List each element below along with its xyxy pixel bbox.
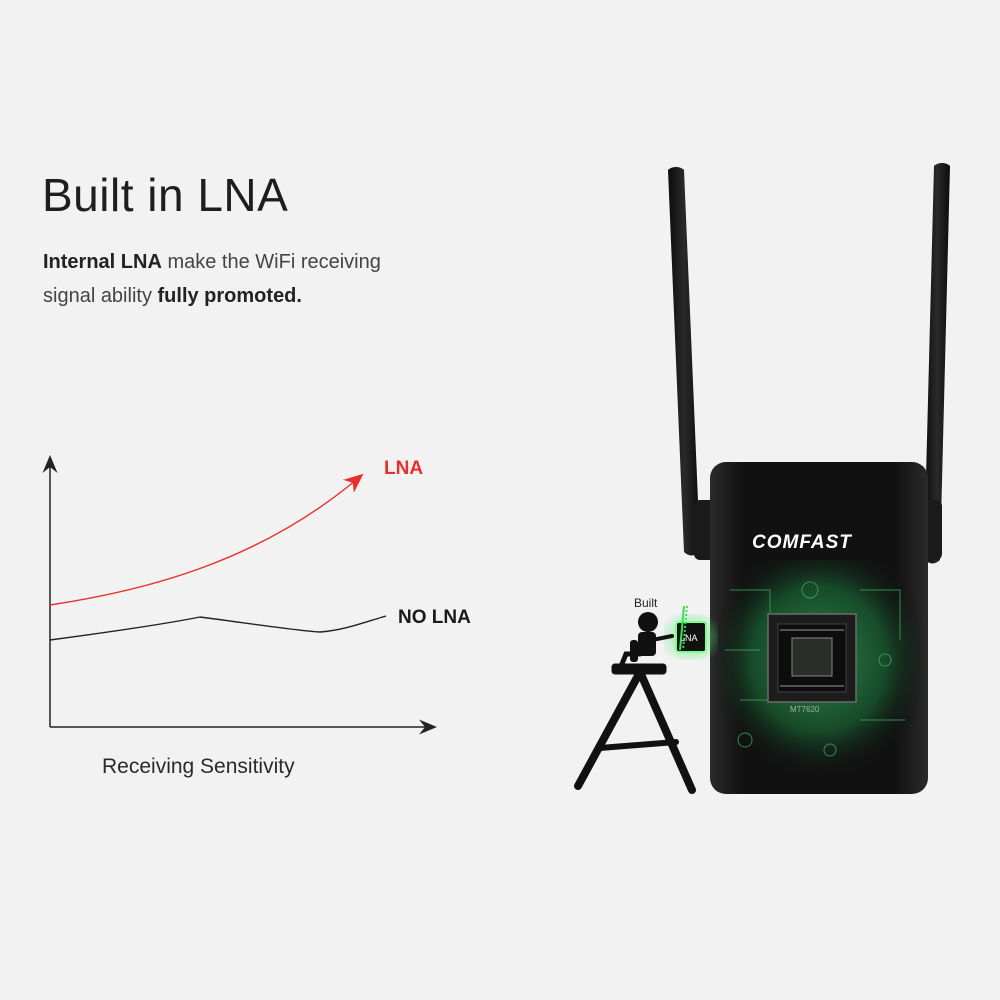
no-lna-label: NO LNA — [398, 607, 471, 628]
repeater-illustration: MT7620 COMFAST LNA Built — [574, 163, 950, 794]
worker-figure — [574, 612, 696, 794]
description-line-1: Internal LNA make the WiFi receiving — [43, 245, 463, 279]
description-line-2: signal ability fully promoted. — [43, 279, 463, 313]
brand-logo: COMFAST — [752, 532, 852, 553]
chip-marking: MT7620 — [790, 705, 820, 714]
spark-marks — [679, 605, 688, 651]
main-chip — [767, 613, 857, 703]
no-lna-curve — [49, 615, 387, 641]
lna-curve — [49, 473, 364, 606]
x-axis-label: Receiving Sensitivity — [102, 755, 295, 778]
description-text-2: signal ability — [43, 285, 158, 307]
description-text: make the WiFi receiving — [161, 251, 381, 273]
sensitivity-chart: LNA NO LNA Receiving Sensitivity — [42, 455, 471, 778]
page-title: Built in LNA — [42, 169, 289, 221]
description-bold-internal-lna: Internal LNA — [43, 251, 162, 273]
callout-built-label: Built — [634, 596, 658, 610]
description: Internal LNA make the WiFi receiving sig… — [43, 245, 463, 313]
lna-chip-label: LNA — [680, 633, 698, 643]
left-antenna — [668, 167, 716, 560]
lna-label: LNA — [384, 458, 423, 479]
lna-chip — [675, 621, 707, 653]
description-bold-fully-promoted: fully promoted. — [157, 285, 302, 307]
